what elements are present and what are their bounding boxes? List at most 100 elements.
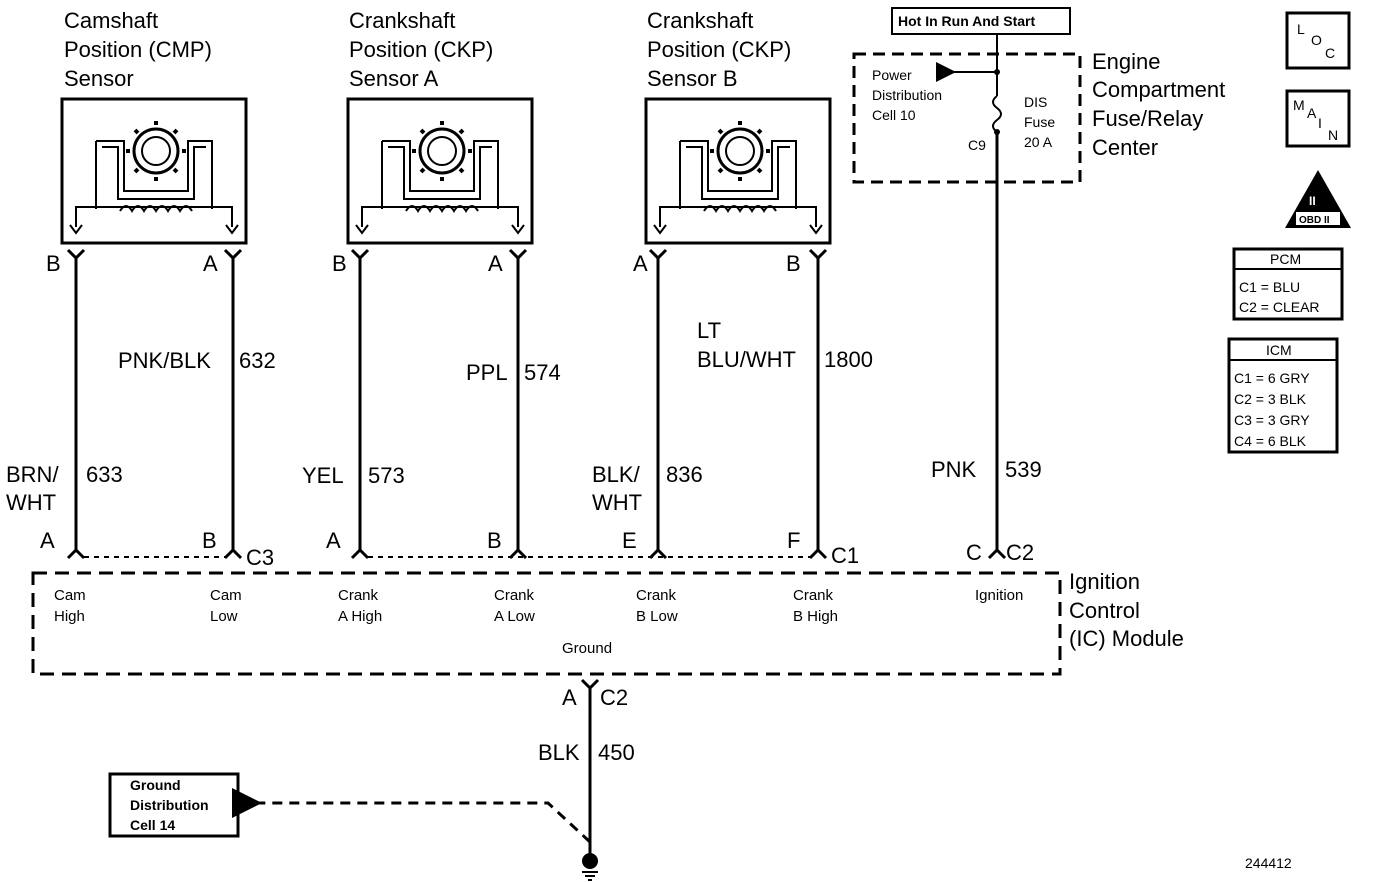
svg-text:C3 = 3 GRY: C3 = 3 GRY	[1234, 412, 1310, 428]
svg-text:B Low: B Low	[636, 608, 678, 625]
svg-text:L: L	[1297, 21, 1305, 37]
power-distribution-label: Power Distribution Cell 10	[872, 67, 942, 123]
main-icon: M A I N	[1285, 89, 1351, 148]
terminal-cam-high: Cam	[54, 587, 86, 604]
c1-pin-f: F	[787, 528, 800, 553]
svg-text:ICM: ICM	[1266, 342, 1292, 358]
c1-label: C1	[831, 543, 859, 568]
cmp-pin-b: B	[46, 251, 61, 276]
wire-632-circuit: 632	[239, 348, 276, 373]
terminal-crank-b-high: Crank	[793, 587, 834, 604]
c2-top-label: C2	[1006, 540, 1034, 565]
svg-text:A: A	[1307, 105, 1317, 121]
wire-574-color: PPL	[466, 360, 508, 385]
wire-632-color: PNK/BLK	[118, 348, 211, 373]
wire-539-color: PNK	[931, 457, 977, 482]
dis-fuse-label: DIS Fuse 20 A	[1024, 94, 1055, 150]
svg-text:Low: Low	[210, 608, 238, 625]
c3-pin-a: A	[40, 528, 55, 553]
ckp-b-sensor-title: Crankshaft Position (CKP) Sensor B	[647, 8, 791, 91]
svg-text:B High: B High	[793, 608, 838, 625]
svg-text:20 A: 20 A	[1024, 134, 1053, 150]
ic-module-title: Ignition Control (IC) Module	[1069, 569, 1184, 651]
c1-pin-a: A	[326, 528, 341, 553]
fuse-center-title: Engine Compartment Fuse/Relay Center	[1092, 49, 1225, 160]
ckp-b-sensor	[644, 97, 832, 245]
wire-1800-color-1: LT	[697, 318, 721, 343]
cmp-sensor	[60, 97, 248, 245]
terminal-crank-a-high: Crank	[338, 587, 379, 604]
wire-633-color-1: BRN/	[6, 462, 59, 487]
ground-icon	[582, 853, 598, 881]
c3-label: C3	[246, 545, 274, 570]
terminal-crank-b-low: Crank	[636, 587, 677, 604]
svg-text:Cell 10: Cell 10	[872, 107, 916, 123]
c2-bottom-label: C2	[600, 685, 628, 710]
svg-text:(IC) Module: (IC) Module	[1069, 626, 1184, 651]
svg-text:Sensor A: Sensor A	[349, 66, 439, 91]
svg-text:Ignition: Ignition	[1069, 569, 1140, 594]
svg-text:Fuse: Fuse	[1024, 114, 1055, 130]
ckp-b-pin-a: A	[633, 251, 648, 276]
ckp-b-pin-b: B	[786, 251, 801, 276]
wire-574-circuit: 574	[524, 360, 561, 385]
pcm-legend: PCM C1 = BLU C2 = CLEAR	[1232, 247, 1344, 321]
c2-bottom-pin: A	[562, 685, 577, 710]
svg-text:High: High	[54, 608, 85, 625]
svg-text:A Low: A Low	[494, 608, 535, 625]
svg-text:Ground: Ground	[130, 777, 181, 793]
c2-top-pin: C	[966, 540, 982, 565]
wire-1800-circuit: 1800	[824, 347, 873, 372]
svg-text:DIS: DIS	[1024, 94, 1047, 110]
c9-label: C9	[968, 137, 986, 153]
c3-pin-b: B	[202, 528, 217, 553]
ground-distribution-label: Ground Distribution Cell 14	[130, 777, 209, 833]
wire-633-circuit: 633	[86, 462, 123, 487]
svg-text:Distribution: Distribution	[872, 87, 942, 103]
svg-text:C2 = CLEAR: C2 = CLEAR	[1239, 299, 1320, 315]
terminal-ignition: Ignition	[975, 587, 1023, 604]
ic-module-terminals: Cam High Cam Low Crank A High Crank A Lo…	[54, 587, 1023, 657]
svg-text:M: M	[1293, 97, 1305, 113]
c1-pin-b: B	[487, 528, 502, 553]
svg-text:Sensor: Sensor	[64, 66, 134, 91]
wire-573-circuit: 573	[368, 463, 405, 488]
cmp-pin-a: A	[203, 251, 218, 276]
svg-text:Engine: Engine	[1092, 49, 1161, 74]
hot-in-run-box	[891, 7, 1071, 35]
obd-ii-icon: II OBD II	[1285, 170, 1351, 228]
ckp-a-sensor	[346, 97, 534, 245]
svg-text:Power: Power	[872, 67, 912, 83]
loc-icon: L O C	[1285, 11, 1351, 70]
svg-text:Distribution: Distribution	[130, 797, 209, 813]
ckp-a-pin-b: B	[332, 251, 347, 276]
svg-text:A High: A High	[338, 608, 382, 625]
svg-text:C4 = 6 BLK: C4 = 6 BLK	[1234, 433, 1307, 449]
svg-text:Position (CKP): Position (CKP)	[349, 37, 493, 62]
wire-450-color: BLK	[538, 740, 580, 765]
wire-633-color-2: WHT	[6, 490, 56, 515]
figure-id: 244412	[1245, 855, 1292, 871]
c1-pin-e: E	[622, 528, 637, 553]
wire-450-circuit: 450	[598, 740, 635, 765]
wire-836-circuit: 836	[666, 462, 703, 487]
svg-text:C2 = 3 BLK: C2 = 3 BLK	[1234, 391, 1307, 407]
svg-text:Control: Control	[1069, 598, 1140, 623]
ckp-a-pin-a: A	[488, 251, 503, 276]
wire-836-color-1: BLK/	[592, 462, 641, 487]
svg-text:Crankshaft: Crankshaft	[349, 8, 455, 33]
cmp-sensor-title: Camshaft Position (CMP) Sensor	[64, 8, 212, 91]
fuse-icon	[992, 95, 1002, 133]
svg-text:C: C	[1325, 45, 1335, 61]
svg-text:Center: Center	[1092, 135, 1158, 160]
svg-text:Position (CKP): Position (CKP)	[647, 37, 791, 62]
wire-836-color-2: WHT	[592, 490, 642, 515]
svg-text:Compartment: Compartment	[1092, 77, 1225, 102]
terminal-cam-low: Cam	[210, 587, 242, 604]
fuse-center-box	[852, 52, 1082, 184]
svg-text:Crankshaft: Crankshaft	[647, 8, 753, 33]
svg-text:N: N	[1328, 127, 1338, 143]
svg-text:PCM: PCM	[1270, 251, 1301, 267]
svg-text:O: O	[1311, 32, 1322, 48]
